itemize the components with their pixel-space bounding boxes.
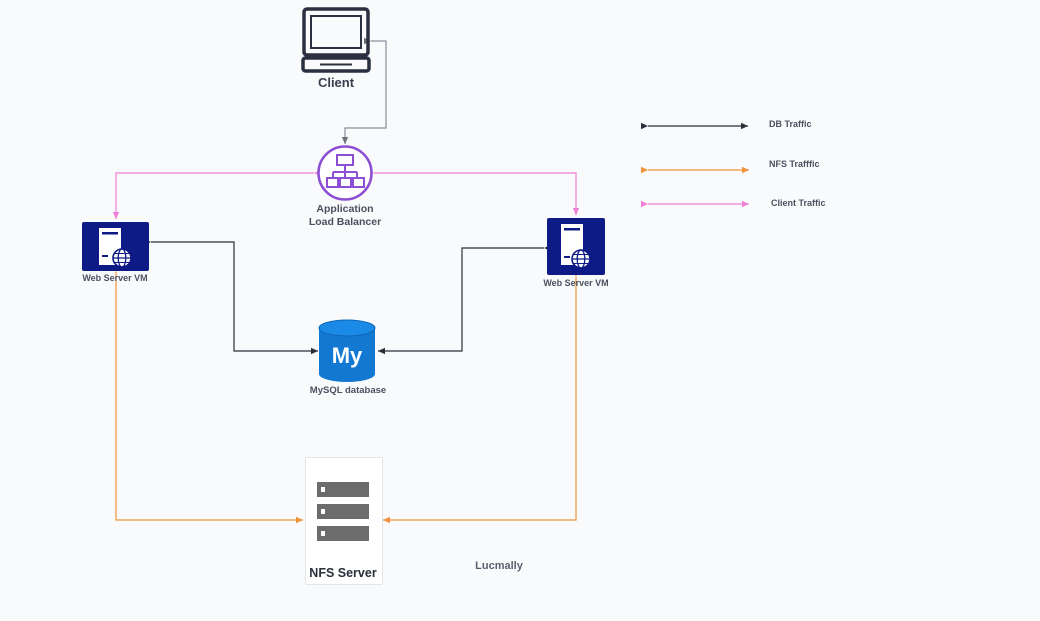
nfs-server-label: NFS Server	[309, 566, 377, 580]
database-label: MySQL database	[309, 385, 387, 396]
web-server-icon[interactable]	[547, 218, 605, 275]
legend-nfs-label: NFS Trafffic	[769, 159, 820, 169]
legend-client-label: Client Traffic	[771, 198, 826, 208]
load-balancer-label-line2: Load Balancer	[308, 216, 382, 228]
branding-label: Lucmally	[475, 560, 523, 572]
legend-db-label: DB Traffic	[769, 119, 812, 129]
client-label: Client	[317, 75, 355, 90]
load-balancer-label: Application Load Balancer	[290, 203, 400, 229]
alb-webserver2-connector	[367, 169, 580, 215]
webserver2-db-connector	[378, 244, 551, 355]
web-server-1-label: Web Server VM	[82, 273, 148, 283]
nfs-server-card[interactable]	[305, 457, 383, 585]
mysql-icon-text: My	[332, 343, 363, 368]
webserver2-nfs-connector	[383, 270, 580, 524]
web-server-icon[interactable]	[82, 222, 149, 271]
mysql-icon[interactable]: My	[318, 319, 376, 382]
laptop-icon[interactable]	[301, 7, 371, 73]
webserver1-nfs-connector	[112, 265, 303, 524]
web-server-2-label: Web Server VM	[543, 278, 609, 288]
client-alb-connector	[341, 37, 387, 144]
load-balancer-icon[interactable]	[317, 145, 373, 201]
webserver1-db-connector	[144, 238, 318, 355]
load-balancer-label-line1: Application	[316, 203, 374, 215]
alb-webserver1-connector	[112, 169, 321, 219]
